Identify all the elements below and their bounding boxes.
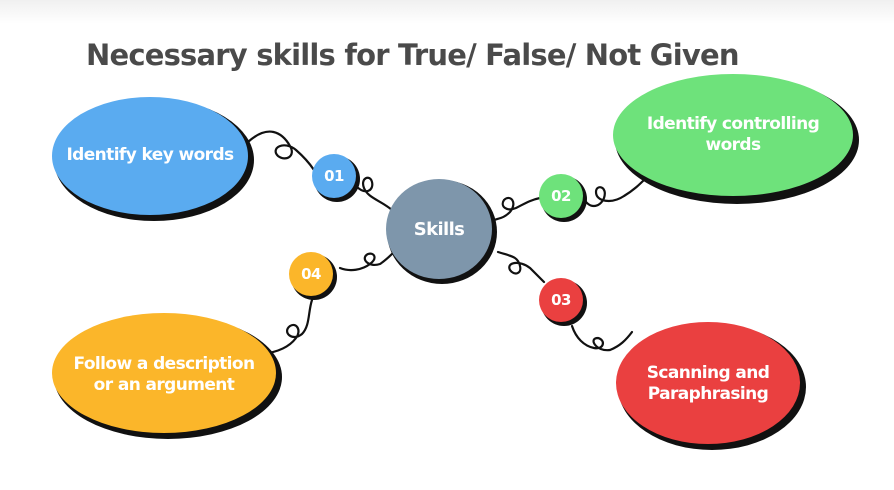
center-node [386, 179, 497, 284]
number-badge-01-label: 01 [324, 166, 344, 185]
number-badge-04-label: 04 [301, 264, 321, 283]
node-04 [52, 313, 282, 439]
node-04-label: Follow a description or an argument [73, 353, 256, 395]
center-label: Skills [413, 218, 465, 240]
connector-01-inner [354, 176, 394, 212]
number-badge-01 [312, 154, 360, 202]
node-03-label: Scanning and Paraphrasing [646, 362, 770, 404]
number-badge-03 [539, 278, 587, 326]
connector-02-outer [581, 176, 648, 208]
number-badge-04 [289, 252, 337, 300]
number-badge-02-label: 02 [551, 186, 571, 205]
node-02-label: Identify controlling words [646, 113, 820, 155]
connector-03-outer [570, 324, 634, 352]
connector-01-outer [246, 130, 316, 172]
connector-03-inner [496, 250, 546, 284]
number-badge-02 [539, 174, 587, 222]
node-01-label: Identify key words [66, 145, 234, 166]
connector-02-inner [492, 196, 542, 222]
connector-04-inner [338, 250, 396, 272]
node-01 [52, 97, 254, 221]
node-03 [616, 322, 806, 450]
node-02 [613, 74, 859, 204]
number-badge-03-label: 03 [551, 290, 571, 309]
connector-04-outer [260, 298, 314, 356]
diagram-title: Necessary skills for True/ False/ Not Gi… [86, 38, 740, 72]
